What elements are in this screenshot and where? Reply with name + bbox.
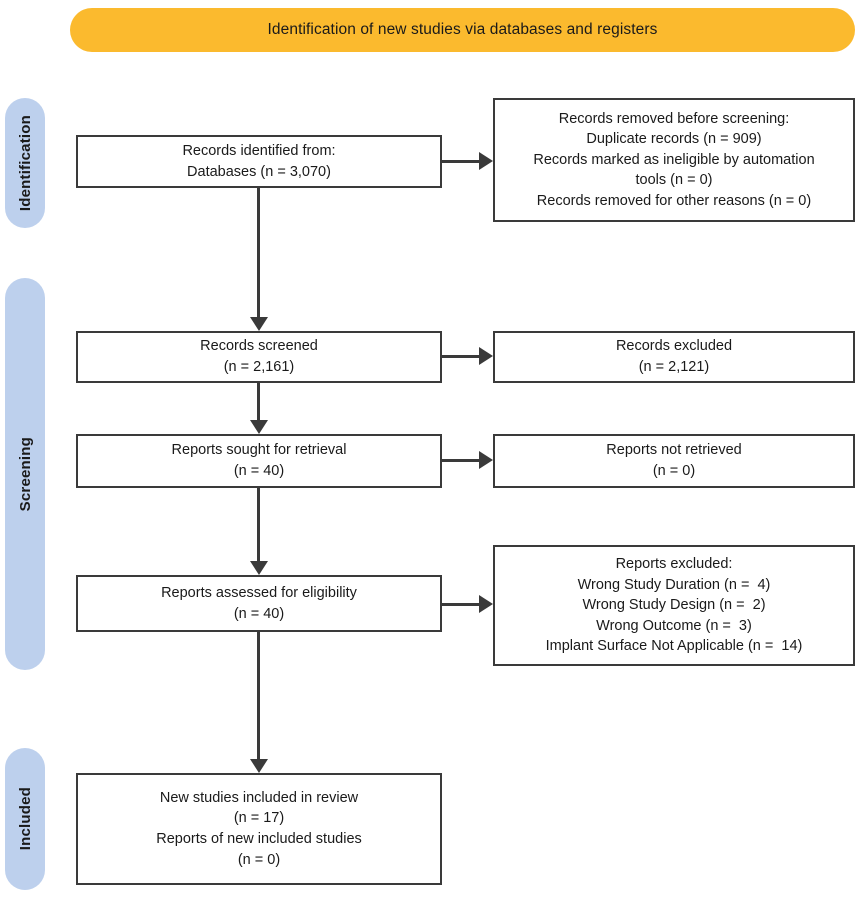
box-line: New studies included in review [159, 789, 359, 806]
stage-label-identification: Identification [16, 114, 34, 212]
connector-sought-to-assessed [257, 488, 260, 563]
stage-label-included: Included [16, 787, 34, 851]
box-line: (n = 0) [237, 851, 281, 868]
arrow-right-icon [479, 595, 493, 613]
box-line: (n = 40) [233, 463, 285, 479]
stage-label-screening: Screening [16, 436, 34, 512]
arrow-down-icon [250, 317, 268, 331]
box-line: Records identified from: [182, 142, 336, 159]
connector-assessed-to-excluded-reports [442, 603, 483, 606]
box-line: (n = 2,161) [223, 359, 295, 375]
box-records-excluded: Records excluded (n = 2,121) [493, 331, 855, 383]
arrow-right-icon [479, 152, 493, 170]
box-new-studies-included: New studies included in review (n = 17) … [76, 773, 442, 885]
connector-screened-to-excluded [442, 355, 483, 358]
box-line: Reports of new included studies [156, 831, 362, 847]
box-line: Records marked as ineligible by automati… [533, 151, 815, 168]
box-line: Reports assessed for eligibility [161, 584, 357, 601]
box-line: Wrong Study Design (n = 2) [582, 597, 766, 614]
box-line: Wrong Study Duration (n = 4) [577, 576, 771, 593]
box-reports-excluded: Reports excluded: Wrong Study Duration (… [493, 545, 855, 666]
arrow-down-icon [250, 561, 268, 575]
box-line: Records excluded [615, 338, 733, 355]
box-line: (n = 2,121) [638, 359, 710, 375]
box-line: Wrong Outcome (n = 3) [596, 617, 752, 634]
box-line: Reports not retrieved [606, 442, 742, 459]
stage-tab-included: Included [5, 748, 45, 890]
diagram-header-title: Identification of new studies via databa… [267, 21, 658, 38]
stage-tab-screening: Screening [5, 278, 45, 670]
box-line: Reports sought for retrieval [171, 442, 347, 459]
box-line: Databases (n = 3,070) [187, 163, 331, 180]
stage-tab-identification: Identification [5, 98, 45, 228]
box-reports-assessed-for-eligibility: Reports assessed for eligibility (n = 40… [76, 575, 442, 632]
box-records-identified: Records identified from: Databases (n = … [76, 135, 442, 188]
arrow-right-icon [479, 347, 493, 365]
box-line: (n = 40) [233, 605, 285, 622]
box-line: Duplicate records (n = 909) [586, 131, 762, 148]
box-line: Records screened [200, 338, 318, 355]
connector-identified-to-screened [257, 188, 260, 319]
box-line: (n = 17) [233, 810, 285, 827]
box-reports-not-retrieved: Reports not retrieved (n = 0) [493, 434, 855, 488]
box-reports-sought-for-retrieval: Reports sought for retrieval (n = 40) [76, 434, 442, 488]
arrow-down-icon [250, 759, 268, 773]
box-line: Reports excluded: [615, 556, 733, 573]
box-line: Records removed for other reasons (n = 0… [536, 192, 812, 209]
box-line: Implant Surface Not Applicable (n = 14) [545, 638, 803, 655]
arrow-right-icon [479, 451, 493, 469]
box-line: Records removed before screening: [558, 110, 790, 127]
connector-assessed-to-included [257, 632, 260, 761]
box-line: (n = 0) [652, 463, 696, 479]
connector-screened-to-sought [257, 383, 260, 422]
connector-sought-to-not-retrieved [442, 459, 483, 462]
connector-identified-to-removed [442, 160, 483, 163]
box-line: tools (n = 0) [635, 172, 713, 189]
box-records-removed-before-screening: Records removed before screening: Duplic… [493, 98, 855, 222]
arrow-down-icon [250, 420, 268, 434]
box-records-screened: Records screened (n = 2,161) [76, 331, 442, 383]
diagram-header-banner: Identification of new studies via databa… [70, 8, 855, 52]
